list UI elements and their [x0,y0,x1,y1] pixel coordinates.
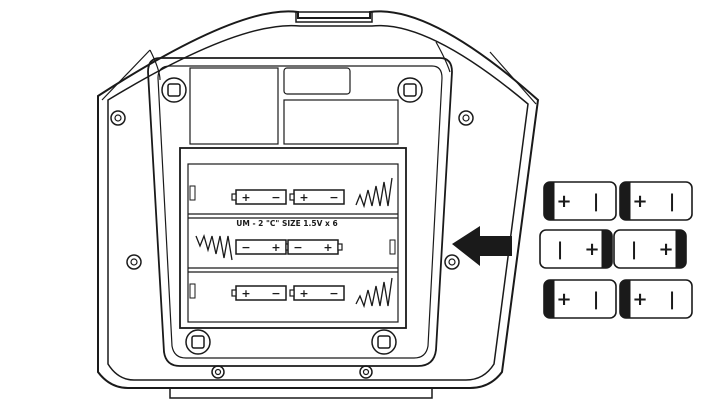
spring-contact-icon [355,277,393,309]
polarity-mark: − [271,191,280,204]
compartment-batteries: +−+−−+−++−+− [231,189,345,301]
label-recess-right [283,99,399,145]
polarity-mark: + [323,241,332,254]
corner-bosses [161,77,423,355]
c-cell-battery-icon: +| [543,181,617,221]
polarity-mark: − [293,241,302,254]
spring-contact-icon [355,177,393,209]
polarity-mark: − [329,287,338,300]
side-clip-left-2 [189,283,196,299]
back-panel [147,57,453,367]
outer-shell [97,10,540,389]
polarity-mark: + [556,191,571,212]
compartment-outer [179,147,407,329]
top-tab [295,11,373,23]
polarity-mark: + [241,191,250,204]
c-cell-battery-icon: +− [231,189,287,205]
polarity-mark: + [299,191,308,204]
boss-top-left [161,77,187,103]
screw-icon [444,254,460,270]
polarity-mark: | [593,289,600,310]
battery-compartment [179,147,407,329]
polarity-mark: − [241,241,250,254]
polarity-mark: − [271,287,280,300]
shoulder-line-left [149,49,161,81]
polarity-mark: + [556,289,571,310]
shoulder-line-left-2 [101,49,151,101]
screw-icon [458,110,474,126]
c-cell-battery-icon: −+ [287,239,343,255]
polarity-mark: + [271,241,280,254]
polarity-mark: + [658,239,673,260]
bottom-foot [169,388,433,399]
compartment-label: UM - 2 "C" SIZE 1.5V x 6 [236,219,337,228]
c-cell-battery-icon: +− [289,285,345,301]
springs [195,177,393,309]
c-cell-battery-icon: +| [619,181,693,221]
polarity-mark: | [669,191,676,212]
polarity-mark: | [557,239,564,260]
boss-top-right [397,77,423,103]
label-recess-top-small [283,67,351,95]
screw-icon [359,365,373,379]
screws [110,110,474,379]
c-cell-battery-icon: −+ [235,239,291,255]
polarity-mark: − [329,191,338,204]
screw-icon [211,365,225,379]
shoulder-line-right-2 [489,51,537,105]
c-cell-battery-icon: +| [543,279,617,319]
left-arrow-icon [452,226,512,266]
screw-icon [110,110,126,126]
panel-outer [147,57,453,367]
polarity-mark: + [632,191,647,212]
polarity-mark: | [631,239,638,260]
polarity-mark: + [241,287,250,300]
boss-bottom-left [185,329,211,355]
boss-bottom-right [371,329,397,355]
speaker-body [97,10,540,399]
inner-rim [107,24,529,381]
compartment-inner [187,163,399,323]
c-cell-battery-icon: +| [619,279,693,319]
c-cell-battery-icon: +− [289,189,345,205]
panel-inner [157,65,443,359]
c-cell-battery-icon: +− [231,285,287,301]
loose-batteries: +|+||+|++|+| [539,181,693,319]
label-recess-left [189,67,279,145]
polarity-mark: + [632,289,647,310]
c-cell-battery-icon: |+ [613,229,687,269]
side-clip-right-1 [389,239,396,255]
side-clip-left-1 [189,185,196,201]
spring-contact-icon [195,233,233,261]
polarity-mark: | [669,289,676,310]
screw-icon [126,254,142,270]
polarity-mark: + [584,239,599,260]
polarity-mark: + [299,287,308,300]
c-cell-battery-icon: |+ [539,229,613,269]
polarity-mark: | [593,191,600,212]
